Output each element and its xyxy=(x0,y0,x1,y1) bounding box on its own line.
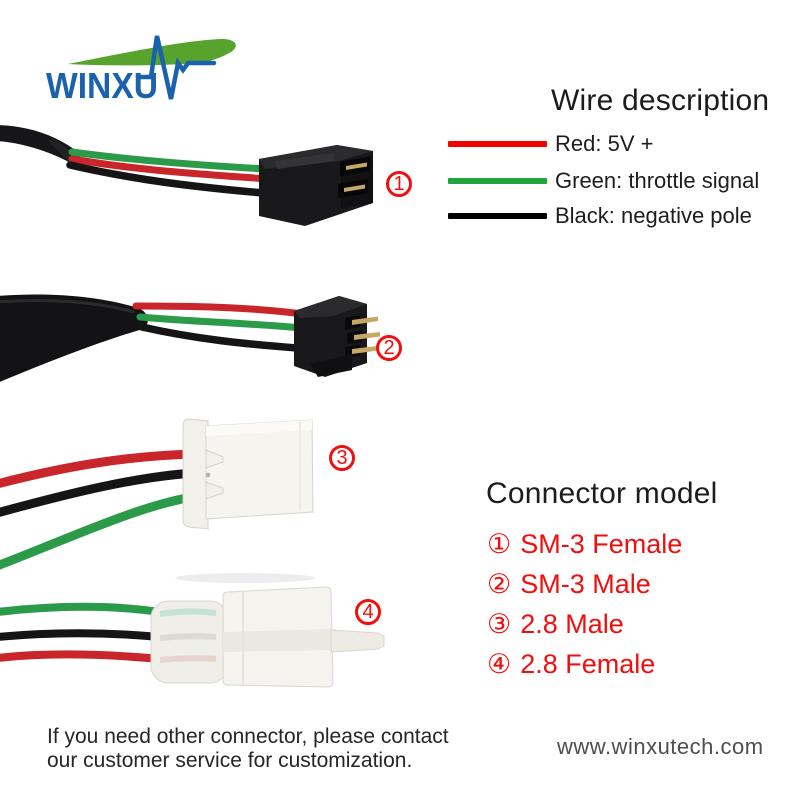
photo-marker-3-number: 3 xyxy=(336,446,348,469)
circled-2-icon: ② xyxy=(487,568,512,599)
connector-model-item-4: ④ 2.8 Female xyxy=(487,644,682,684)
photo-marker-3: 3 xyxy=(329,445,355,471)
black-wire-swatch xyxy=(448,213,547,219)
logo-swoosh-icon xyxy=(68,39,236,66)
red-wire-label: Red: 5V + xyxy=(555,131,654,156)
circled-3-icon: ③ xyxy=(487,608,512,639)
logo-text: WINXU xyxy=(46,65,158,106)
legend-row-green: Green: throttle signal xyxy=(448,167,759,195)
black-wire-label: Black: negative pole xyxy=(555,203,752,228)
wire-description-title: Wire description xyxy=(551,84,770,117)
legend-row-red: Red: 5V + xyxy=(448,130,653,158)
customization-note-line2: our customer service for customization. xyxy=(47,748,413,772)
website-url: www.winxutech.com xyxy=(557,734,764,759)
connector-model-item-2: ② SM-3 Male xyxy=(487,564,682,604)
red-wire-swatch xyxy=(448,141,547,147)
customization-note: If you need other connector, please cont… xyxy=(47,725,449,772)
connector-model-label-3: 2.8 Male xyxy=(520,608,624,639)
photo-marker-2: 2 xyxy=(376,335,402,361)
connector-model-item-1: ① SM-3 Female xyxy=(487,524,682,564)
connector-model-label-1: SM-3 Female xyxy=(520,528,683,559)
photo-sm3-female-connector xyxy=(0,125,373,226)
photo-marker-4-number: 4 xyxy=(362,600,374,623)
photo-sm3-male-connector xyxy=(0,294,380,382)
circled-1-icon: ① xyxy=(487,528,512,559)
photo-marker-2-number: 2 xyxy=(383,336,395,359)
connector-model-label-4: 2.8 Female xyxy=(520,648,656,679)
photo-2.8-male-connector xyxy=(0,418,315,583)
connector-model-label-2: SM-3 Male xyxy=(520,568,651,599)
photo-marker-1: 1 xyxy=(386,171,412,197)
green-wire-swatch xyxy=(448,178,547,184)
winxu-logo: WINXU xyxy=(46,35,236,106)
green-wire-label: Green: throttle signal xyxy=(555,168,760,193)
circled-4-icon: ④ xyxy=(487,648,512,679)
connector-model-title: Connector model xyxy=(486,477,718,510)
connector-model-item-3: ③ 2.8 Male xyxy=(487,604,682,644)
photo-marker-4: 4 xyxy=(355,599,381,625)
photo-marker-1-number: 1 xyxy=(393,172,405,195)
photo-2.8-female-connector xyxy=(0,586,385,688)
logo-pulse-icon xyxy=(135,35,217,100)
customization-note-line1: If you need other connector, please cont… xyxy=(47,725,449,748)
connector-model-list: ① SM-3 Female ② SM-3 Male ③ 2.8 Male ④ 2… xyxy=(487,524,682,684)
legend-row-black: Black: negative pole xyxy=(448,202,752,230)
